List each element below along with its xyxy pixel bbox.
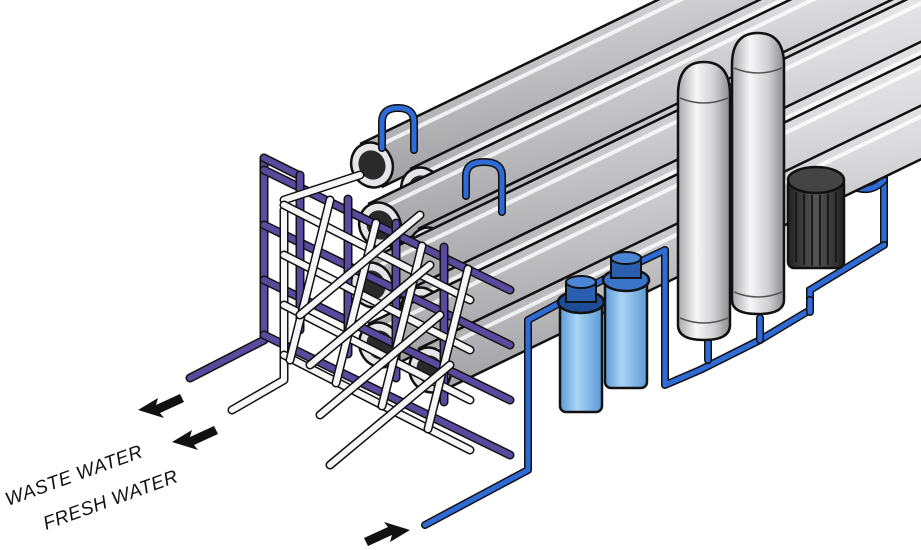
pipe-segment bbox=[307, 262, 433, 368]
arrow-right-icon bbox=[364, 522, 410, 546]
pipe-segment bbox=[287, 197, 333, 363]
pipe-segment bbox=[425, 266, 471, 432]
pressure-tank-right bbox=[730, 31, 786, 316]
pipe-segment bbox=[187, 155, 267, 381]
arrow-left-icon bbox=[172, 426, 218, 450]
pipe-segment bbox=[227, 205, 289, 415]
pipe-segment bbox=[333, 220, 379, 386]
pipe-segment bbox=[317, 312, 443, 418]
pipe-segment bbox=[281, 352, 473, 453]
pipe-segment bbox=[261, 155, 303, 179]
fresh-water-manifold bbox=[227, 170, 475, 470]
cartridge-filter-back bbox=[601, 251, 651, 390]
pipe-segment bbox=[281, 172, 363, 203]
pipe-segment bbox=[297, 212, 423, 318]
arrow-left-icon bbox=[138, 394, 184, 418]
pipe-segment bbox=[229, 207, 287, 413]
u-bend-connectors bbox=[378, 103, 506, 216]
pump-motor bbox=[786, 165, 846, 270]
pressure-tank-left bbox=[676, 60, 732, 342]
pipe-segment bbox=[327, 362, 453, 468]
pipe-segment bbox=[261, 222, 513, 348]
cartridge-filter-front bbox=[556, 275, 606, 414]
